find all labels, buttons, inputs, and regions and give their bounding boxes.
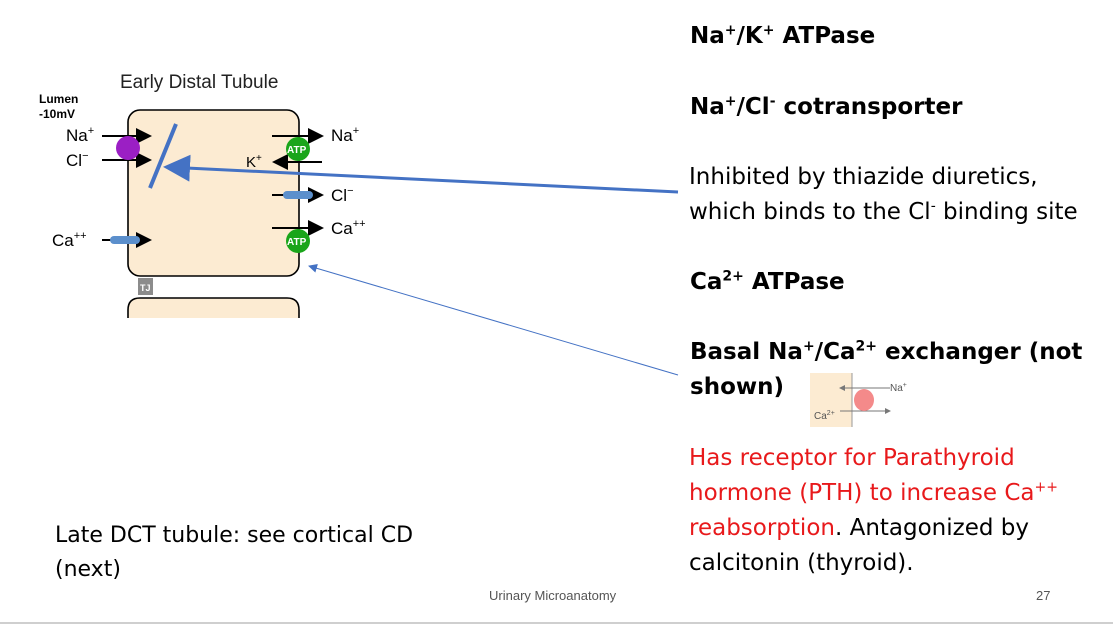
pth-note: Has receptor for Parathyroid hormone (PT… [689, 445, 1058, 576]
ncc-label: Na+/Cl- cotransporter [690, 93, 963, 120]
pointer-arrows [163, 154, 679, 376]
thiazide-note: Inhibited by thiazide diuretics, which b… [689, 164, 1078, 225]
diagram-title: Early Distal Tubule [120, 72, 278, 93]
bottom-border [0, 622, 1113, 624]
late-dct-note: Late DCT tubule: see cortical CD (next) [55, 523, 414, 582]
na-k-atpase [286, 137, 310, 161]
svg-text:Ca2+: Ca2+ [814, 410, 835, 422]
exchanger-pointer-arrow [308, 263, 679, 376]
svg-text:K+: K+ [246, 153, 262, 171]
thiazide-pointer-arrow [163, 154, 679, 194]
na-k-atpase-label: Na+/K+ ATPase [690, 22, 876, 49]
svg-text:ATP: ATP [287, 237, 307, 248]
svg-text:Ca++: Ca++ [52, 230, 87, 250]
tj-label: TJ [140, 283, 151, 293]
svg-text:Na+: Na+ [331, 125, 359, 145]
svg-text:Na+: Na+ [66, 125, 94, 145]
distal-tubule-diagram: Early Distal Tubule Lumen -10mV TJ Na+ C… [39, 72, 366, 318]
svg-text:Cl−: Cl− [66, 150, 89, 170]
exchanger-label: Basal Na+/Ca2+ exchanger (not shown) [690, 338, 1083, 400]
tight-junction [138, 278, 153, 295]
page-number: 27 [1036, 588, 1051, 603]
footer-title: Urinary Microanatomy [489, 588, 617, 603]
adjacent-cell [127, 297, 300, 318]
ncc-transporter [116, 136, 140, 160]
lumen-label: Lumen [39, 92, 78, 106]
lumen-voltage: -10mV [39, 107, 75, 121]
svg-text:ATP: ATP [287, 145, 307, 156]
svg-text:Na+: Na+ [890, 382, 907, 394]
apical-ca-channel [110, 236, 140, 244]
ca-atpase-label: Ca2+ ATPase [690, 268, 845, 295]
exchanger-inset: Na+ Ca2+ [810, 373, 907, 427]
svg-text:Ca++: Ca++ [331, 218, 366, 238]
svg-text:Cl−: Cl− [331, 185, 354, 205]
basolateral-cl-channel [283, 191, 313, 199]
thiazide-block-bar [148, 123, 178, 189]
ca-atpase [286, 229, 310, 253]
